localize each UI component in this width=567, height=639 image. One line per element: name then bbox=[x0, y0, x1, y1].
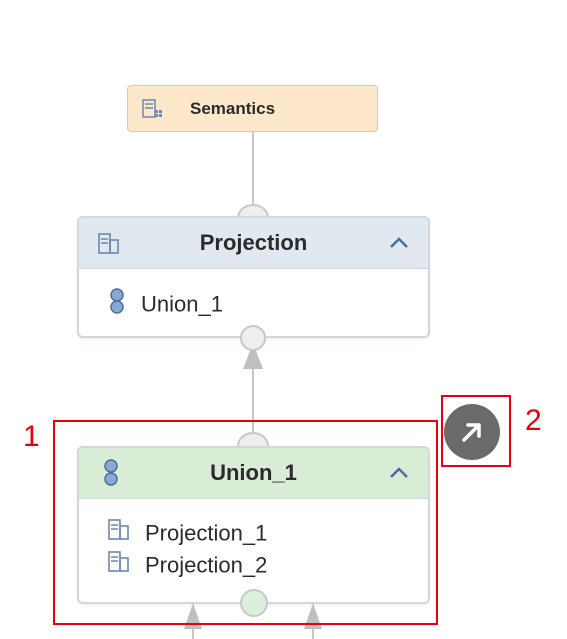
union-header: Union_1 bbox=[79, 448, 428, 499]
arrow-up-right-icon bbox=[458, 418, 486, 451]
semantics-table-icon bbox=[142, 98, 164, 125]
union-output-port bbox=[240, 589, 268, 617]
semantics-label: Semantics bbox=[190, 99, 276, 118]
union-icon bbox=[107, 287, 127, 322]
union-icon bbox=[101, 458, 121, 493]
expand-button[interactable] bbox=[444, 404, 500, 460]
union-title: Union_1 bbox=[210, 460, 297, 485]
semantics-node[interactable]: Semantics bbox=[127, 85, 378, 132]
annotation-marker-2: 2 bbox=[525, 404, 542, 437]
projection-input-port bbox=[237, 204, 269, 218]
projection-header: Projection bbox=[79, 218, 428, 269]
projection-input-label: Union_1 bbox=[141, 291, 223, 317]
projection-input-row[interactable]: Union_1 bbox=[107, 287, 223, 317]
annotation-box-1 bbox=[53, 420, 438, 625]
chevron-up-icon[interactable] bbox=[388, 234, 410, 255]
projection-icon bbox=[97, 232, 121, 261]
union-input-label: Projection_2 bbox=[145, 552, 268, 578]
projection-icon bbox=[107, 550, 131, 581]
annotation-box-2 bbox=[441, 395, 511, 467]
projection-node[interactable]: Projection Union_1 bbox=[77, 216, 430, 338]
union-input-row[interactable]: Projection_1 bbox=[107, 518, 267, 546]
projection-output-port bbox=[240, 325, 266, 351]
union-input-label: Projection_1 bbox=[145, 520, 268, 546]
projection-title: Projection bbox=[199, 230, 308, 255]
union-input-port bbox=[237, 432, 269, 446]
projection-icon bbox=[107, 518, 131, 549]
chevron-up-icon[interactable] bbox=[388, 464, 410, 485]
annotation-marker-1: 1 bbox=[23, 420, 40, 453]
union-input-row[interactable]: Projection_2 bbox=[107, 550, 267, 578]
